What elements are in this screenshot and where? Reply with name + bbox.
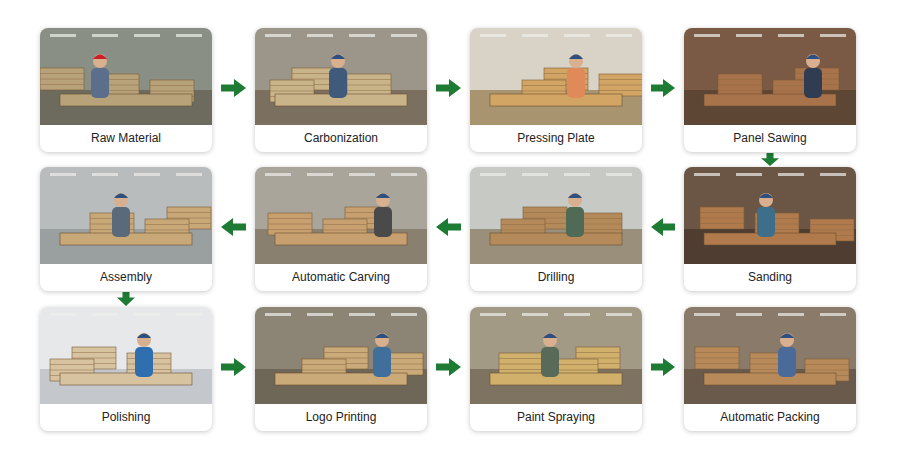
process-photo <box>40 28 212 125</box>
process-photo <box>684 167 856 264</box>
arrow-shape <box>436 218 461 236</box>
step-caption: Assembly <box>40 264 212 291</box>
arrow-shape <box>221 218 246 236</box>
arrow-shape <box>651 79 675 97</box>
step-caption: Raw Material <box>40 125 212 152</box>
process-card: Panel Sawing <box>684 28 856 152</box>
arrow-shape <box>221 358 246 376</box>
flow-arrow <box>436 79 461 97</box>
arrow-shape <box>436 358 461 376</box>
process-card: Polishing <box>40 307 212 431</box>
step-caption: Carbonization <box>255 125 427 152</box>
process-photo <box>470 28 642 125</box>
process-photo <box>684 28 856 125</box>
arrow-shape <box>651 358 675 376</box>
arrow-shape <box>117 292 135 306</box>
step-caption: Sanding <box>684 264 856 291</box>
process-card: Automatic Packing <box>684 307 856 431</box>
process-card: Drilling <box>470 167 642 291</box>
flow-arrow <box>651 358 675 376</box>
process-card: Sanding <box>684 167 856 291</box>
process-photo <box>40 307 212 404</box>
flow-arrow <box>651 218 675 236</box>
flow-arrow <box>117 292 135 306</box>
process-card: Carbonization <box>255 28 427 152</box>
step-caption: Automatic Packing <box>684 404 856 431</box>
arrow-shape <box>221 79 246 97</box>
arrow-shape <box>761 153 779 166</box>
step-caption: Drilling <box>470 264 642 291</box>
process-photo <box>255 307 427 404</box>
process-card: Assembly <box>40 167 212 291</box>
flow-arrow <box>761 153 779 166</box>
process-photo <box>684 307 856 404</box>
process-card: Automatic Carving <box>255 167 427 291</box>
flow-arrow <box>221 358 246 376</box>
step-caption: Panel Sawing <box>684 125 856 152</box>
flow-arrow <box>221 218 246 236</box>
step-caption: Automatic Carving <box>255 264 427 291</box>
process-card: Raw Material <box>40 28 212 152</box>
process-photo <box>40 167 212 264</box>
process-photo <box>470 167 642 264</box>
step-caption: Logo Printing <box>255 404 427 431</box>
process-photo <box>255 167 427 264</box>
process-photo <box>470 307 642 404</box>
flow-arrow <box>436 218 461 236</box>
flow-arrow <box>221 79 246 97</box>
process-card: Paint Spraying <box>470 307 642 431</box>
process-card: Logo Printing <box>255 307 427 431</box>
step-caption: Polishing <box>40 404 212 431</box>
arrow-shape <box>436 79 461 97</box>
step-caption: Pressing Plate <box>470 125 642 152</box>
arrow-shape <box>651 218 675 236</box>
process-photo <box>255 28 427 125</box>
flow-arrow <box>651 79 675 97</box>
process-card: Pressing Plate <box>470 28 642 152</box>
step-caption: Paint Spraying <box>470 404 642 431</box>
flow-arrow <box>436 358 461 376</box>
